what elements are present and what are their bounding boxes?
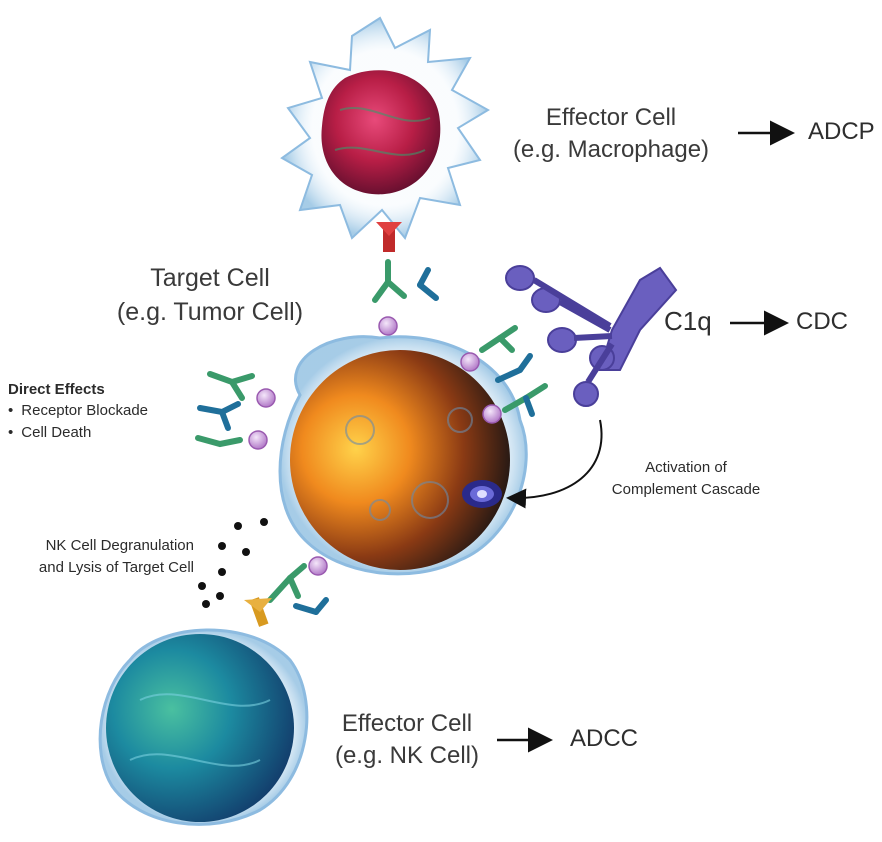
antigen (378, 316, 398, 336)
direct-effect-item: Receptor Blockade (8, 400, 148, 422)
antigen (248, 430, 268, 450)
target-title: Target Cell (150, 264, 270, 292)
activation-line1: Activation of (645, 459, 727, 476)
antigens (248, 316, 502, 576)
antigen (256, 388, 276, 408)
nk-subtitle: (e.g. NK Cell) (334, 742, 480, 769)
nk-nucleus (106, 634, 294, 822)
fc-receptor-macrophage (376, 222, 402, 252)
nk-label: Effector Cell (e.g. NK Cell) (322, 708, 492, 772)
nk-cell (98, 628, 309, 826)
complement-cascade-arrow (506, 419, 603, 509)
antigen (482, 404, 502, 424)
macrophage-subtitle: (e.g. Macrophage) (512, 136, 710, 163)
activation-line2: Complement Cascade (611, 481, 761, 498)
direct-effects-title: Direct Effects (8, 381, 105, 398)
cdc-label: CDC (796, 308, 848, 335)
adcc-label: ADCC (570, 725, 639, 752)
nk-lysis-line1: NK Cell Degranulation (45, 537, 194, 554)
nk-title: Effector Cell (341, 710, 473, 737)
activation-label: Activation of Complement Cascade (586, 457, 786, 501)
direct-effects-list: Receptor Blockade Cell Death (8, 400, 148, 444)
macrophage-cell (280, 16, 490, 240)
nk-lysis-label: NK Cell Degranulation and Lysis of Targe… (10, 535, 194, 579)
macrophage-label: Effector Cell (e.g. Macrophage) (496, 102, 726, 166)
antigen (308, 556, 328, 576)
antibodies-right (479, 325, 548, 417)
antigen (460, 352, 480, 372)
tumor-nucleus (290, 350, 510, 570)
adcp-label: ADCP (808, 118, 875, 145)
nk-lysis-line2: and Lysis of Target Cell (38, 559, 194, 576)
direct-effect-item: Cell Death (8, 422, 148, 444)
fc-receptor-nk (244, 597, 272, 627)
antibody-bottom (267, 563, 329, 615)
antibodies-left (195, 371, 255, 448)
tumor-cell (278, 335, 528, 576)
macrophage-title: Effector Cell (545, 104, 677, 131)
granule-dots (198, 518, 268, 608)
direct-effects-block: Direct Effects Receptor Blockade Cell De… (8, 381, 148, 444)
macrophage-nucleus (321, 70, 441, 195)
target-subtitle: (e.g. Tumor Cell) (116, 298, 304, 326)
antibody-top (372, 259, 439, 303)
membrane-attack-complex (462, 480, 502, 508)
target-cell-label: Target Cell (e.g. Tumor Cell) (90, 261, 330, 329)
c1q-molecule (505, 265, 678, 407)
c1q-label: C1q (664, 306, 712, 336)
